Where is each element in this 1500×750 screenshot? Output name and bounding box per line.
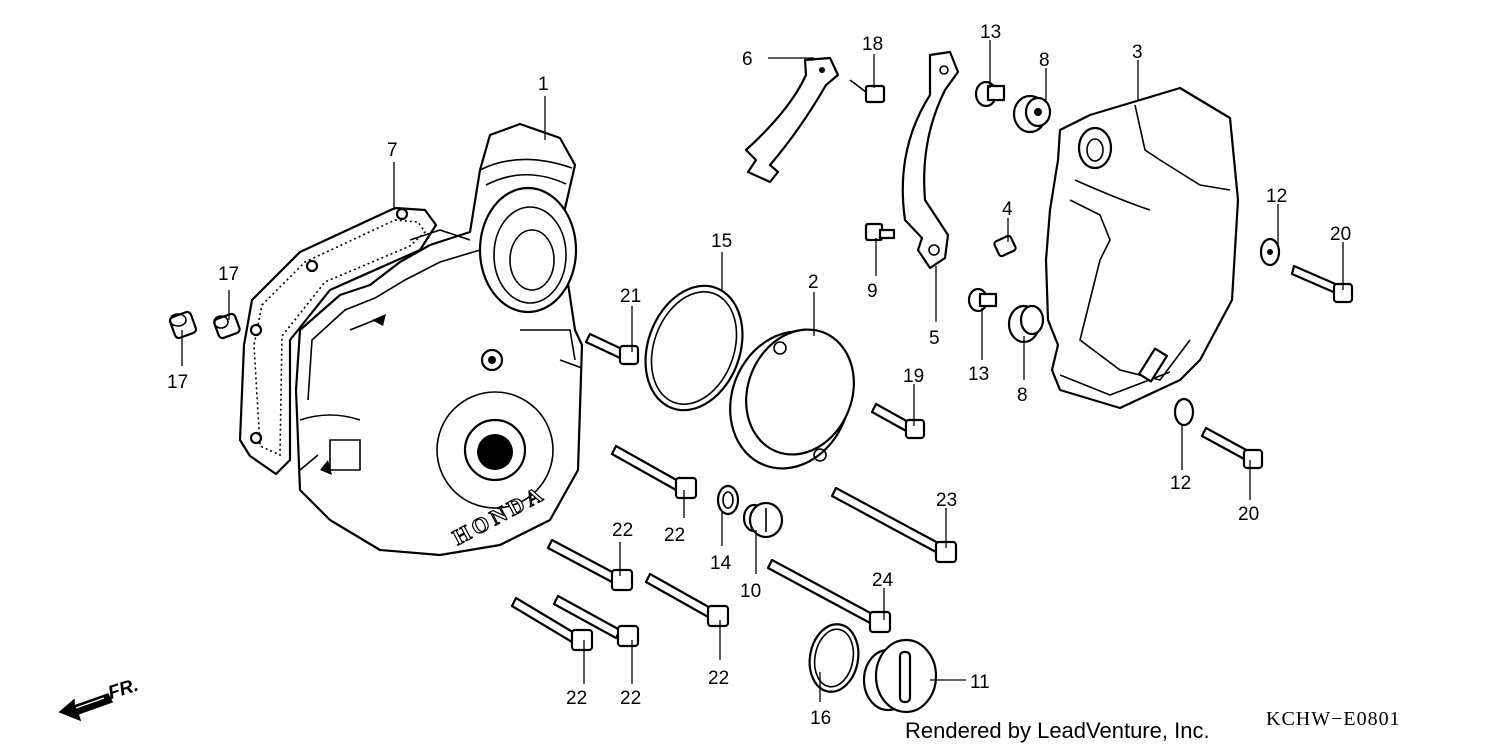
front-direction-indicator: FR. — [58, 675, 141, 722]
rendered-by-text: Rendered by LeadVenture, Inc. — [905, 718, 1210, 743]
part-4-dowel — [993, 234, 1017, 258]
part-16-o-ring — [808, 623, 860, 693]
part-22-bolt-b — [546, 538, 634, 592]
callout-17-lower: 17 — [167, 372, 188, 393]
diagram-code: KCHW−E0801 — [1266, 708, 1401, 730]
part-20-bolt-upper — [1290, 264, 1354, 304]
part-22-bolt-a — [610, 444, 698, 500]
callout-7: 7 — [387, 140, 398, 161]
callout-22-c: 22 — [708, 668, 729, 689]
part-24-bolt — [766, 558, 892, 634]
callout-20-lower: 20 — [1238, 504, 1259, 525]
part-17-dowel-pins — [168, 310, 241, 340]
callout-14: 14 — [710, 553, 732, 574]
callout-12-upper: 12 — [1266, 186, 1287, 207]
part-8-grommet-upper — [1012, 94, 1052, 134]
part-14-washer — [716, 484, 740, 516]
callout-6: 6 — [742, 49, 753, 70]
callout-21: 21 — [620, 286, 641, 307]
part-10-plug — [742, 501, 784, 539]
callout-8-lower: 8 — [1017, 385, 1028, 406]
callout-13-upper: 13 — [980, 22, 1001, 43]
callout-22-e: 22 — [620, 688, 641, 709]
callout-16: 16 — [810, 708, 831, 729]
part-22-bolt-e — [552, 594, 640, 648]
part-9-bolt — [864, 222, 896, 242]
part-21-bolt — [584, 332, 640, 366]
callout-22-a: 22 — [664, 525, 685, 546]
part-19-bolt — [870, 402, 926, 440]
callout-1: 1 — [538, 74, 549, 95]
callout-13-lower: 13 — [968, 364, 989, 385]
part-22-bolt-d — [510, 596, 594, 652]
callout-15: 15 — [711, 231, 732, 252]
callout-19: 19 — [903, 366, 924, 387]
callout-8-upper: 8 — [1039, 50, 1050, 71]
part-13-collar-lower — [967, 287, 998, 313]
part-3-outer-cover — [1044, 86, 1240, 410]
part-11-cap — [862, 638, 938, 714]
callout-4: 4 — [1002, 199, 1013, 220]
callout-20-upper: 20 — [1330, 224, 1351, 245]
part-7-gasket — [238, 206, 438, 476]
part-6-bracket — [744, 56, 840, 184]
callout-5: 5 — [929, 328, 940, 349]
part-22-bolt-c — [644, 572, 730, 628]
callout-18: 18 — [862, 34, 883, 55]
callout-12-lower: 12 — [1170, 473, 1191, 494]
part-18-bolt — [849, 79, 886, 104]
callout-numbers: 1 2 3 4 5 6 7 8 8 9 10 11 12 12 13 13 14… — [167, 22, 1351, 729]
callout-22-b: 22 — [612, 520, 633, 541]
part-12-washer-upper — [1259, 237, 1281, 267]
callout-9: 9 — [867, 281, 878, 302]
callout-22-d: 22 — [566, 688, 587, 709]
part-2-cap-cover — [729, 328, 855, 470]
part-12-washer-lower — [1173, 397, 1195, 427]
callout-11: 11 — [970, 672, 990, 693]
front-indicator-text: FR. — [105, 675, 141, 704]
callout-24: 24 — [872, 570, 894, 591]
part-1-crankcase-cover: HONDA — [294, 122, 584, 557]
callout-23: 23 — [936, 490, 957, 511]
callout-10: 10 — [740, 581, 761, 602]
part-15-o-ring — [644, 284, 744, 412]
front-arrow-icon — [58, 693, 114, 722]
part-20-bolt-lower — [1200, 426, 1264, 470]
callout-17-upper: 17 — [218, 264, 239, 285]
leader-lines — [181, 40, 1344, 702]
callout-2: 2 — [808, 272, 819, 293]
part-8-grommet-lower — [1007, 304, 1045, 344]
part-5-stay — [901, 50, 960, 270]
part-13-collar-upper — [974, 80, 1006, 108]
callout-3: 3 — [1132, 42, 1143, 63]
